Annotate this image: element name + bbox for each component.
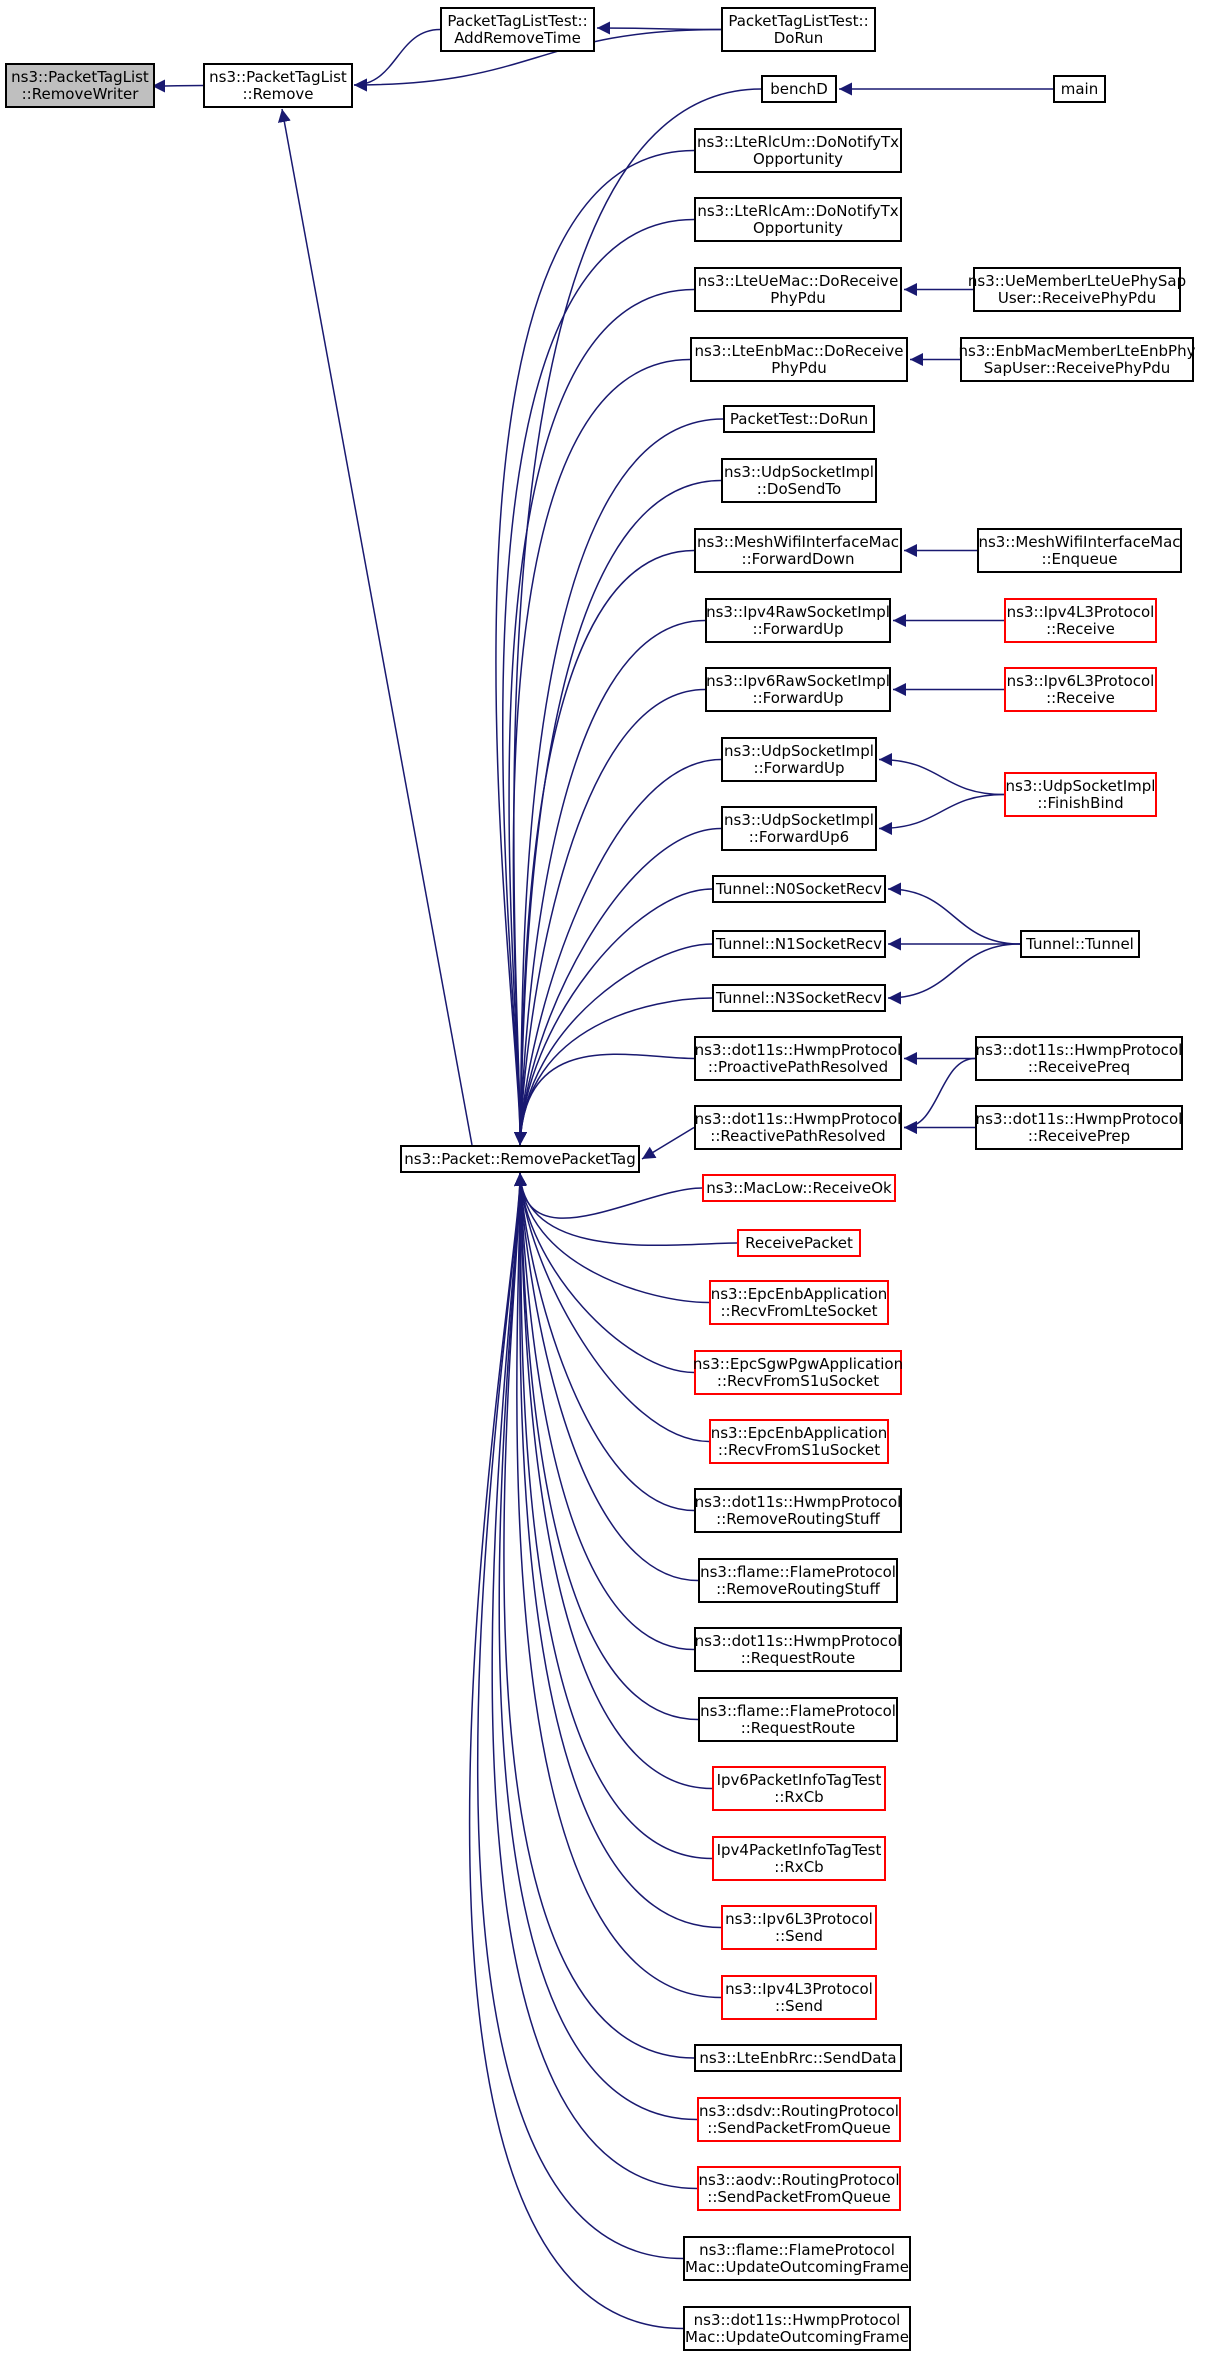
edge-tunnel-to-n0 (887, 882, 1021, 945)
node-ipv4raw[interactable]: ns3::Ipv4RawSocketImpl ::ForwardUp (705, 598, 891, 643)
edge-epcenbs1u-to-removepackettag (514, 1172, 710, 1443)
edge-ipv4raw-to-removepackettag (513, 619, 706, 1146)
edge-maclow-to-removepackettag (514, 1172, 703, 1219)
node-udpfwd6[interactable]: ns3::UdpSocketImpl ::ForwardUp6 (721, 806, 877, 851)
node-reactive[interactable]: ns3::dot11s::HwmpProtocol ::ReactivePath… (694, 1105, 902, 1150)
node-main[interactable]: main (1053, 75, 1106, 103)
edge-receivepacket-to-removepackettag (514, 1172, 738, 1247)
node-receivepacket[interactable]: ReceivePacket (737, 1229, 861, 1257)
node-udpsendto[interactable]: ns3::UdpSocketImpl ::DoSendTo (721, 458, 877, 503)
node-ptlt_dorun[interactable]: PacketTagListTest:: DoRun (721, 7, 876, 52)
node-meshfwd[interactable]: ns3::MeshWifiInterfaceMac ::ForwardDown (694, 528, 902, 573)
node-benchd[interactable]: benchD (761, 75, 837, 103)
edge-hwmpreq-to-removepackettag (514, 1172, 695, 1651)
node-recvprep[interactable]: ns3::dot11s::HwmpProtocol ::ReceivePrep (975, 1105, 1183, 1150)
edge-proactive-to-removepackettag (513, 1053, 695, 1146)
node-ptl_remove[interactable]: ns3::PacketTagList ::Remove (203, 63, 353, 108)
edge-hwmpremove-to-removepackettag (514, 1172, 695, 1512)
node-dsdv[interactable]: ns3::dsdv::RoutingProtocol ::SendPacketF… (697, 2097, 901, 2142)
edge-udpsendto-to-removepackettag (513, 479, 722, 1146)
edge-ipv4send-to-removepackettag (514, 1172, 722, 1999)
node-flamereq[interactable]: ns3::flame::FlameProtocol ::RequestRoute (698, 1697, 898, 1742)
node-ipv6send[interactable]: ns3::Ipv6L3Protocol ::Send (721, 1905, 877, 1950)
edge-udpfinish-to-udpfwd (878, 753, 1005, 796)
edge-udpfwd-to-removepackettag (513, 758, 722, 1146)
node-epcenbs1u[interactable]: ns3::EpcEnbApplication ::RecvFromS1uSock… (709, 1419, 889, 1464)
node-udpfinish[interactable]: ns3::UdpSocketImpl ::FinishBind (1004, 772, 1157, 817)
edge-ptlt_dorun-to-ptl_remove (353, 28, 722, 92)
edge-uemac-to-removepackettag (508, 288, 695, 1146)
node-rlcum[interactable]: ns3::LteRlcUm::DoNotifyTx Opportunity (694, 128, 902, 173)
node-flameremove[interactable]: ns3::flame::FlameProtocol ::RemoveRoutin… (698, 1558, 898, 1603)
edge-aodv-to-removepackettag (491, 1172, 698, 2190)
node-aodv[interactable]: ns3::aodv::RoutingProtocol ::SendPacketF… (697, 2166, 901, 2211)
node-rlcam[interactable]: ns3::LteRlcAm::DoNotifyTx Opportunity (694, 197, 902, 242)
node-packettest[interactable]: PacketTest::DoRun (723, 405, 875, 433)
node-n3[interactable]: Tunnel::N3SocketRecv (712, 984, 886, 1012)
node-ipv4l3recv[interactable]: ns3::Ipv4L3Protocol ::Receive (1004, 598, 1157, 643)
edge-rlcam-to-removepackettag (501, 218, 695, 1146)
edge-flamereq-to-removepackettag (514, 1172, 699, 1721)
edge-epcsgw-to-removepackettag (514, 1172, 695, 1374)
edge-addremovetime-to-ptl_remove (353, 28, 441, 92)
node-uemember[interactable]: ns3::UeMemberLteUePhySap User::ReceivePh… (968, 267, 1186, 312)
node-enbmember[interactable]: ns3::EnbMacMemberLteEnbPhy SapUser::Rece… (959, 337, 1195, 382)
edge-ipv6raw-to-removepackettag (513, 688, 706, 1146)
edge-ipv4info-to-removepackettag (514, 1172, 713, 1860)
edge-tunnel-to-n3 (887, 943, 1021, 1005)
edge-senddata-to-removepackettag (503, 1172, 695, 2059)
edge-removepackettag-to-ptl_remove (277, 108, 473, 1146)
node-flamemac[interactable]: ns3::flame::FlameProtocol Mac::UpdateOut… (683, 2236, 911, 2281)
node-hwmpremove[interactable]: ns3::dot11s::HwmpProtocol ::RemoveRoutin… (694, 1488, 902, 1533)
edge-reactive-to-removepackettag (641, 1126, 695, 1160)
edge-packettest-to-removepackettag (513, 418, 724, 1146)
edge-udpfwd6-to-removepackettag (513, 827, 722, 1146)
edge-ipv6info-to-removepackettag (514, 1172, 713, 1790)
edge-dsdv-to-removepackettag (498, 1172, 698, 2121)
edge-ipv6send-to-removepackettag (514, 1172, 722, 1929)
edge-enbmac-to-removepackettag (512, 358, 691, 1146)
edge-n0-to-removepackettag (513, 888, 713, 1146)
node-ipv6info[interactable]: Ipv6PacketInfoTagTest ::RxCb (712, 1766, 886, 1811)
node-ipv6raw[interactable]: ns3::Ipv6RawSocketImpl ::ForwardUp (705, 667, 891, 712)
node-udpfwd[interactable]: ns3::UdpSocketImpl ::ForwardUp (721, 737, 877, 782)
node-meshenq[interactable]: ns3::MeshWifiInterfaceMac ::Enqueue (977, 528, 1182, 573)
node-n1[interactable]: Tunnel::N1SocketRecv (712, 930, 886, 958)
node-ipv4info[interactable]: Ipv4PacketInfoTagTest ::RxCb (712, 1836, 886, 1881)
edge-n1-to-removepackettag (513, 943, 713, 1146)
node-hwmpmac[interactable]: ns3::dot11s::HwmpProtocol Mac::UpdateOut… (683, 2306, 911, 2351)
node-epcsgw[interactable]: ns3::EpcSgwPgwApplication ::RecvFromS1uS… (693, 1350, 903, 1395)
edge-flameremove-to-removepackettag (514, 1172, 699, 1582)
node-senddata[interactable]: ns3::LteEnbRrc::SendData (694, 2044, 902, 2072)
node-addremovetime[interactable]: PacketTagListTest:: AddRemoveTime (440, 7, 595, 52)
node-tunnel[interactable]: Tunnel::Tunnel (1020, 930, 1140, 958)
edge-ptl_remove-to-removewriter (151, 79, 204, 93)
node-proactive[interactable]: ns3::dot11s::HwmpProtocol ::ProactivePat… (694, 1036, 902, 1081)
edge-udpfinish-to-udpfwd6 (878, 793, 1005, 835)
node-removepackettag[interactable]: ns3::Packet::RemovePacketTag (400, 1145, 640, 1173)
edge-rlcum-to-removepackettag (495, 149, 695, 1146)
node-ipv6l3recv[interactable]: ns3::Ipv6L3Protocol ::Receive (1004, 667, 1157, 712)
node-n0[interactable]: Tunnel::N0SocketRecv (712, 875, 886, 903)
edge-recvpreq-to-reactive (903, 1057, 976, 1134)
node-ipv4send[interactable]: ns3::Ipv4L3Protocol ::Send (721, 1975, 877, 2020)
node-recvpreq[interactable]: ns3::dot11s::HwmpProtocol ::ReceivePreq (975, 1036, 1183, 1081)
node-removewriter: ns3::PacketTagList ::RemoveWriter (5, 63, 155, 108)
edge-ptlt_dorun-to-addremovetime (596, 21, 722, 35)
node-uemac[interactable]: ns3::LteUeMac::DoReceive PhyPdu (694, 267, 902, 312)
edge-hwmpmac-to-removepackettag (468, 1172, 684, 2330)
node-maclow[interactable]: ns3::MacLow::ReceiveOk (702, 1174, 896, 1202)
edge-meshfwd-to-removepackettag (513, 549, 695, 1146)
node-epcenblte[interactable]: ns3::EpcEnbApplication ::RecvFromLteSock… (709, 1280, 889, 1325)
node-hwmpreq[interactable]: ns3::dot11s::HwmpProtocol ::RequestRoute (694, 1627, 902, 1672)
edge-epcenblte-to-removepackettag (514, 1172, 710, 1304)
node-enbmac[interactable]: ns3::LteEnbMac::DoReceive PhyPdu (690, 337, 908, 382)
